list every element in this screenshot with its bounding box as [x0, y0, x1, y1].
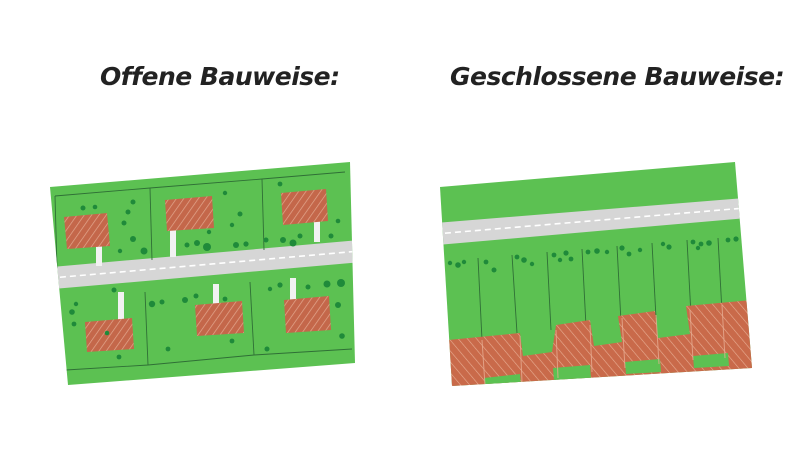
house-icon	[165, 196, 214, 231]
right-road-centerline	[440, 207, 746, 235]
house-icon	[284, 296, 331, 333]
right-lot-lines	[477, 237, 723, 341]
right-trees	[447, 236, 739, 273]
geschlossene-bauweise-diagram	[440, 198, 752, 386]
left-paths	[96, 220, 320, 320]
right-road	[440, 198, 747, 245]
house-icon	[195, 301, 244, 336]
right-row-houses	[448, 300, 752, 386]
title-geschlossene-bauweise: Geschlossene Bauweise:	[450, 62, 785, 91]
house-icon	[281, 189, 328, 225]
house-icon	[64, 213, 110, 249]
left-houses	[64, 189, 331, 352]
left-road-centerline	[50, 250, 355, 280]
left-lot-lines-bottom	[65, 281, 353, 371]
house-icon	[85, 318, 134, 352]
left-trees	[69, 181, 345, 360]
title-offene-bauweise: Offene Bauweise:	[100, 62, 340, 91]
left-lot-lines-top	[54, 171, 346, 269]
